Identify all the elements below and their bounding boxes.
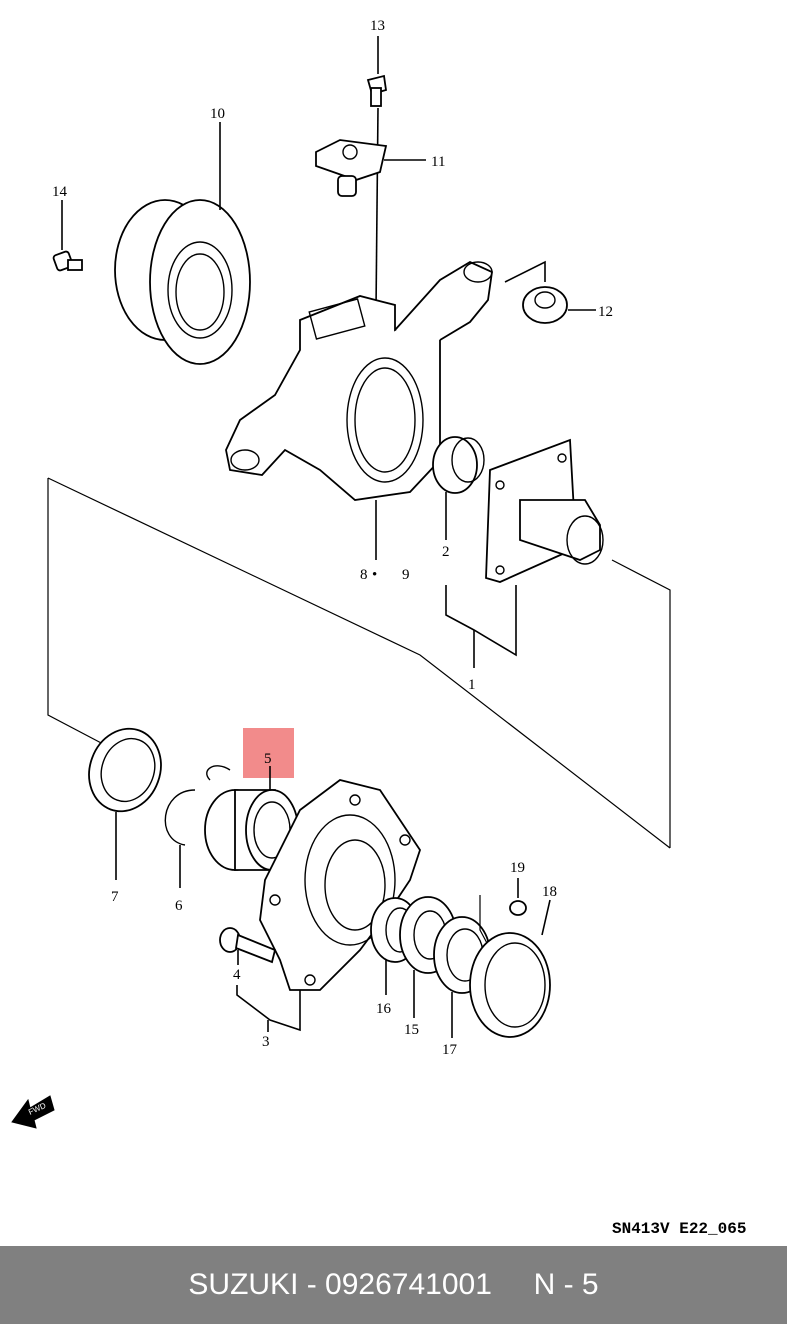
part-18-cap — [469, 932, 551, 1038]
callout-8: 8 — [360, 567, 368, 583]
callout-3: 3 — [262, 1034, 270, 1050]
highlight-box — [243, 728, 294, 778]
callout-15: 15 — [404, 1022, 419, 1038]
callout-10: 10 — [210, 106, 225, 122]
fwd-arrow-icon: FWD — [11, 1095, 55, 1129]
part-2-seal — [432, 436, 485, 494]
part-14-bolt — [52, 250, 83, 272]
callout-1: 1 — [468, 677, 476, 693]
part-10-cover — [114, 199, 251, 365]
group-frame-right — [611, 559, 671, 848]
callout-16: 16 — [376, 1001, 392, 1017]
drawing-code: SN413V E22_065 — [612, 1220, 747, 1238]
part-4-stud — [219, 927, 277, 964]
callout-17: 17 — [442, 1042, 458, 1058]
part-11-bracket — [315, 139, 388, 197]
callout-2: 2 — [442, 544, 450, 560]
exploded-parts-diagram: FWD 13 10 11 14 12 2 8 • 9 1 5 7 6 19 18… — [11, 18, 671, 1129]
callout-8-separator: • — [372, 567, 377, 583]
callout-4: 4 — [233, 967, 241, 983]
callout-7: 7 — [111, 889, 119, 905]
callout-12: 12 — [598, 304, 613, 320]
callout-18: 18 — [542, 884, 557, 900]
callout-14: 14 — [52, 184, 68, 200]
part-8-9-knuckle — [225, 260, 493, 501]
callout-6: 6 — [175, 898, 183, 914]
group-frame-left — [47, 478, 106, 746]
part-19-screw — [509, 900, 527, 916]
callout-13: 13 — [370, 18, 385, 34]
group-frame-diagonal — [47, 477, 671, 849]
callout-9: 9 — [402, 567, 410, 583]
part-12-bushing — [522, 286, 568, 324]
part-1-spindle — [485, 438, 604, 583]
footer-part-number: SUZUKI - 0926741001 N - 5 — [188, 1268, 599, 1301]
callout-11: 11 — [431, 154, 445, 170]
part-6-snap-ring — [164, 765, 231, 846]
footer-bar: SUZUKI - 0926741001 N - 5 — [0, 1246, 787, 1324]
callout-5: 5 — [264, 751, 272, 767]
callout-19: 19 — [510, 860, 525, 876]
part-3-hub — [259, 779, 421, 991]
part-7-seal — [88, 727, 162, 813]
part-13-bolt — [366, 74, 388, 107]
